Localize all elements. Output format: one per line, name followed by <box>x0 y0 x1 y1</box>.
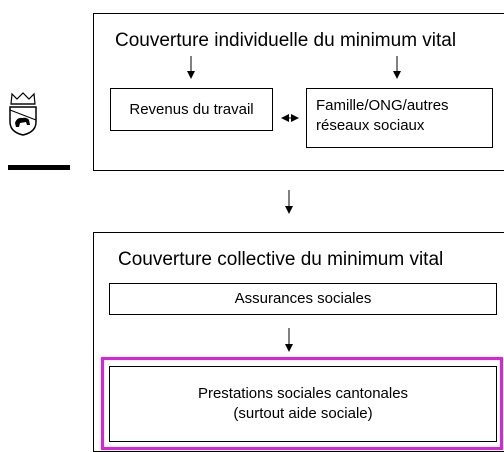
family-networks-label-line1: Famille/ONG/autres <box>316 97 449 114</box>
cantonal-benefits-box: Prestations sociales cantonales (surtout… <box>109 366 497 442</box>
social-insurance-label: Assurances sociales <box>234 290 372 307</box>
individual-coverage-title: Couverture individuelle du minimum vital <box>115 30 457 51</box>
family-networks-box: Famille/ONG/autres réseaux sociaux <box>306 88 493 148</box>
cantonal-benefits-label-line1: Prestations sociales cantonales <box>197 385 409 402</box>
highlight-frame <box>101 357 503 450</box>
collective-coverage-title: Couverture collective du minimum vital <box>118 249 444 270</box>
cantonal-benefits-label-line2: (surtout aide sociale) <box>233 405 373 422</box>
work-income-label: Revenus du travail <box>129 100 254 118</box>
bern-coat-of-arms-icon <box>8 92 38 136</box>
logo-underline <box>8 165 70 170</box>
family-networks-label-line2: réseaux sociaux <box>316 117 425 134</box>
work-income-box: Revenus du travail <box>110 88 273 131</box>
social-insurance-box: Assurances sociales <box>109 283 497 315</box>
